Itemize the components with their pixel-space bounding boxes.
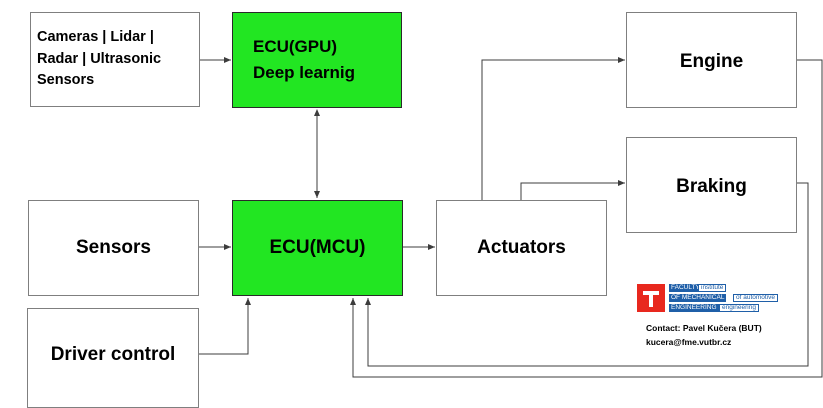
driver-control-label: Driver control (50, 344, 176, 365)
ecu-gpu-subtitle: Deep learnig (253, 63, 356, 82)
sensor-suite-line-3: Sensors (37, 72, 95, 89)
contact-email: kucera@fme.vutbr.cz (646, 337, 732, 347)
actuators-box: Actuators (436, 200, 607, 296)
logo-text-institute: institute (698, 284, 727, 292)
logo-text-of-automotive: of automotive (733, 294, 779, 302)
faculty-logo-icon (637, 284, 665, 312)
logo-text-of-mechanical: OF MECHANICAL (669, 294, 727, 302)
sensors-box: Sensors (28, 200, 199, 296)
arrow-braking-feedback (365, 182, 809, 367)
sensor-suite-line-1: Cameras | Lidar | (37, 28, 154, 45)
logo-text-engineering: ENGINEERING (669, 304, 719, 312)
sensors-label: Sensors (76, 237, 151, 258)
engine-label: Engine (679, 51, 744, 72)
ecu-mcu-box: ECU(MCU) (232, 200, 403, 296)
ecu-gpu-title: ECU(GPU) (253, 36, 338, 56)
arrow-driver-to-mcu (199, 298, 251, 355)
driver-control-box: Driver control (27, 308, 199, 408)
ecu-mcu-label: ECU(MCU) (269, 237, 366, 258)
contact-name: Contact: Pavel Kučera (BUT) (646, 323, 762, 333)
braking-label: Braking (676, 176, 747, 197)
arrow-actuators-to-braking (520, 180, 625, 200)
engine-box: Engine (626, 12, 797, 108)
logo-text-faculty: FACULTY (669, 284, 702, 292)
braking-box: Braking (626, 137, 797, 233)
arrow-engine-feedback (350, 59, 823, 378)
faculty-logo: FACULTY institute OF MECHANICAL of autom… (637, 284, 787, 314)
sensor-suite-box: Cameras | Lidar | Radar | Ultrasonic Sen… (30, 12, 200, 107)
connector-lines (199, 57, 823, 378)
sensor-suite-line-2: Radar | Ultrasonic (37, 50, 162, 67)
ecu-gpu-box: ECU(GPU) Deep learnig (232, 12, 402, 108)
logo-text-engineering-sub: engineering (719, 304, 759, 312)
arrow-actuators-to-engine (481, 57, 625, 200)
actuators-label: Actuators (477, 237, 566, 258)
